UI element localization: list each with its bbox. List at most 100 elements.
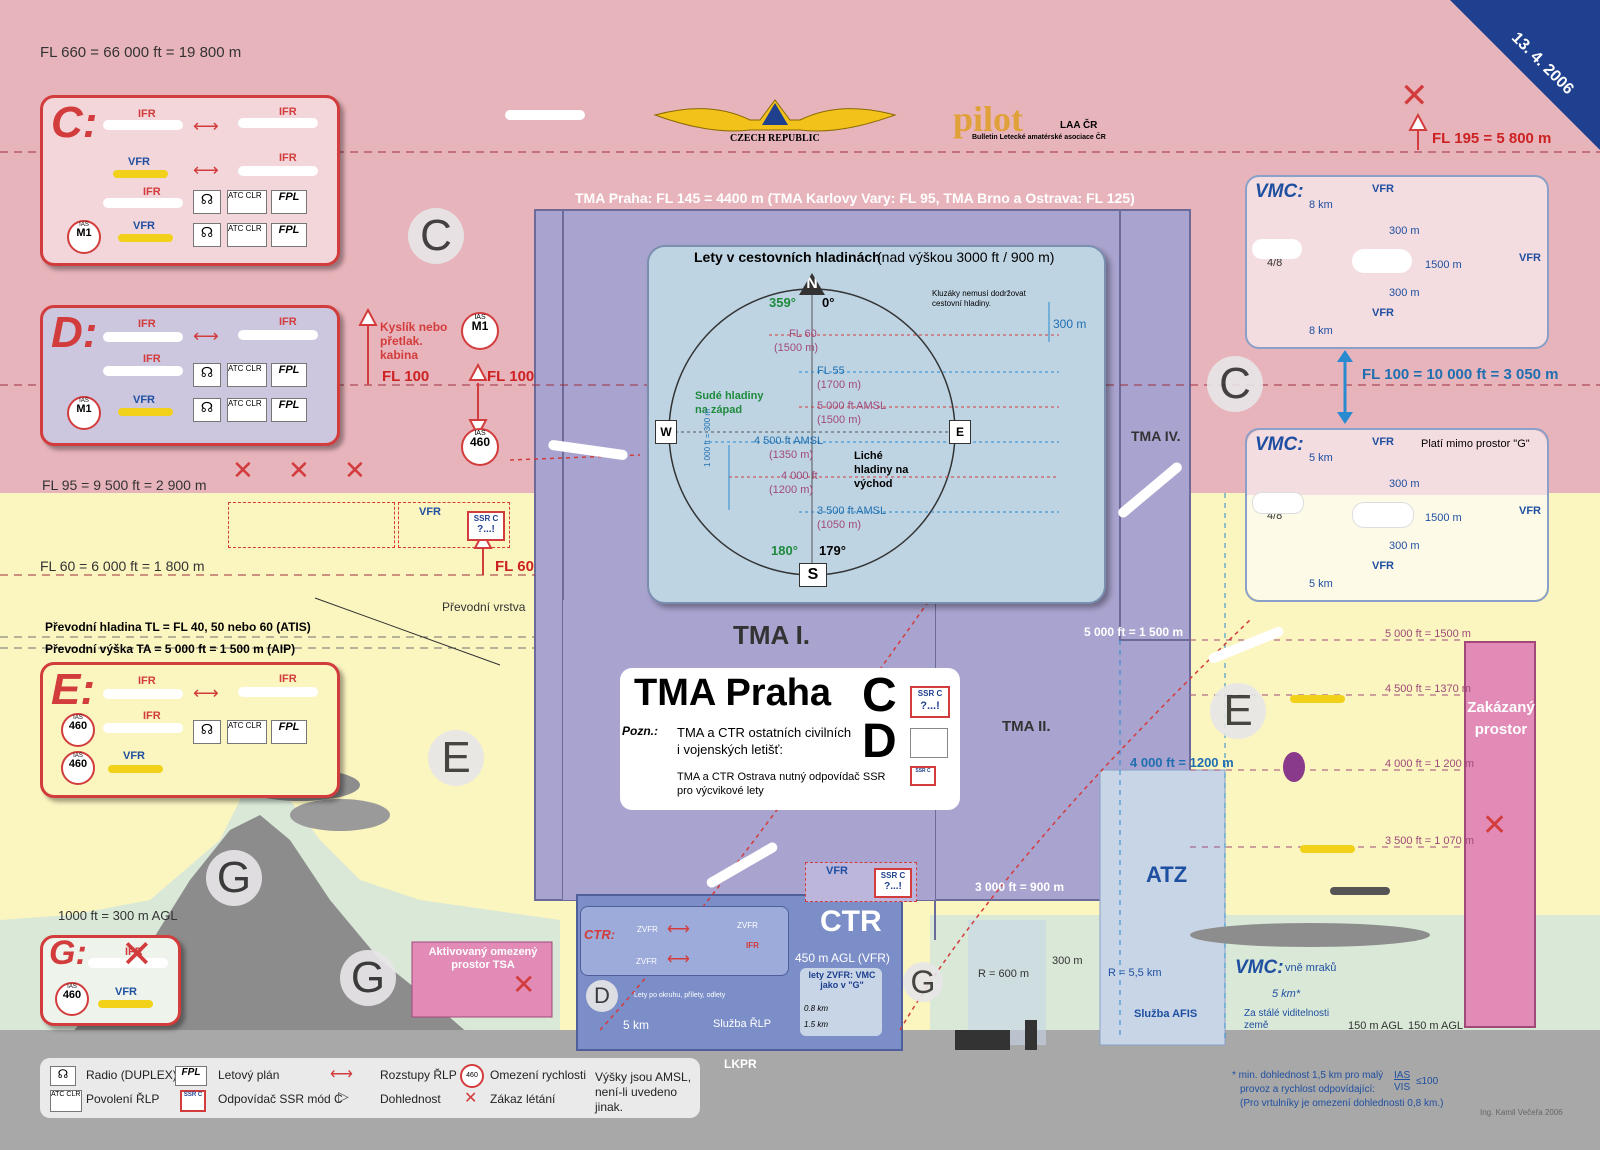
legend-odpovidac: Odpovídač SSR mód C xyxy=(218,1092,343,1106)
vmc-g-title: VMC: xyxy=(1235,957,1284,978)
author-credit: Ing. Kamil Večeřa 2006 xyxy=(1480,1108,1563,1117)
cloud-icon xyxy=(1352,249,1412,273)
cloud-icon xyxy=(1352,502,1414,528)
airliner-icon xyxy=(103,332,183,342)
tma-praha-box: TMA Praha C D SSR C?...! SSR C Pozn.: TM… xyxy=(620,668,960,810)
vfr-tag: VFR xyxy=(115,986,137,998)
legend-amsl: Výšky jsou AMSL, není-li uvedeno jinak. xyxy=(595,1070,692,1114)
flight-plan-icon: FPL xyxy=(271,398,307,422)
fl195-label: FL 195 = 5 800 m xyxy=(1432,130,1552,147)
atc-clearance-icon: ATC CLR xyxy=(227,398,267,422)
right-level-5000: 5 000 ft = 1500 m xyxy=(1385,628,1471,640)
vmc-lower-1500: 1500 m xyxy=(1425,512,1462,524)
ifr-tag: IFR xyxy=(143,710,161,722)
airliner-icon xyxy=(88,958,168,968)
vmc-g-150a: 150 m AGL xyxy=(1348,1020,1404,1032)
headset-icon: ☊ xyxy=(193,190,221,214)
cruise-fl60m: (1500 m) xyxy=(774,342,819,354)
tsa-zone xyxy=(411,941,553,1018)
vmc-g-note: vně mraků xyxy=(1285,962,1337,974)
vmc-lower-note: Platí mimo prostor "G" xyxy=(1421,438,1530,450)
speed-limit-icon: IAS M1 xyxy=(67,396,101,430)
light-aircraft-icon xyxy=(113,170,168,178)
tma-pozn: Pozn.: xyxy=(622,724,658,738)
cruise-title: Lety v cestovních hladinách xyxy=(694,249,881,265)
legend-fpl: Letový plán xyxy=(218,1068,280,1082)
cruise-4000m: (1200 m) xyxy=(769,484,814,496)
right-level-3500: 3 500 ft = 1 070 m xyxy=(1385,835,1474,847)
light-aircraft-icon xyxy=(98,1000,153,1008)
tma-praha-level: TMA Praha: FL 145 = 4400 m (TMA Karlovy … xyxy=(575,190,1135,206)
speed-limit-icon: IAS 460 xyxy=(61,751,95,785)
atz-600m: R = 600 m xyxy=(978,968,1030,980)
balloon-icon xyxy=(1283,752,1305,782)
ifr-tag: IFR xyxy=(143,353,161,365)
ft5000-label: 5 000 ft = 1 500 m xyxy=(1084,625,1184,639)
vmc-upper-48: 4/8 xyxy=(1267,257,1283,269)
footnote-line1: * min. dohlednost 1,5 km pro malý xyxy=(1232,1070,1384,1081)
vmc-upper-1500: 1500 m xyxy=(1425,259,1462,271)
airliner-icon xyxy=(103,198,183,208)
vmc-lower-5km-b: 5 km xyxy=(1309,578,1333,590)
ifr-tag: IFR xyxy=(279,152,297,164)
prohibited-cross-icon: ✕ xyxy=(288,455,310,485)
airspace-letter-g3: G xyxy=(903,962,943,1002)
airliner-icon xyxy=(103,120,183,130)
vfr-tag: VFR xyxy=(419,506,441,518)
class-c-panel: C: IFR IFR ⟷ VFR IFR ⟷ IFR VFR ☊ ☊ ATC C… xyxy=(40,95,340,266)
ft3000-label: 3 000 ft = 900 m xyxy=(975,880,1065,894)
ctr-08km: 0.8 km xyxy=(804,1004,829,1013)
legend-zakaz: Zákaz létání xyxy=(490,1092,556,1106)
cruise-4500: 4 500 ft AMSL xyxy=(754,435,824,447)
prohibited-cross-icon: ✕ xyxy=(344,455,366,485)
cruise-1000ft: 1 000 ft = 300 m xyxy=(703,408,712,467)
tma2-label: TMA II. xyxy=(1002,718,1051,735)
light-aircraft-icon xyxy=(118,408,173,416)
class-e-panel: E: IFR IFR ⟷ IFR VFR ☊ ATC CLR FPL IAS 4… xyxy=(40,662,340,798)
oxygen-note: Kyslík nebo přetlak. kabina xyxy=(380,320,448,362)
ctr-inner-panel: CTR: ZVFR ZVFR ZVFR IFR ⟷ ⟷ xyxy=(580,906,789,976)
ifr-tag: IFR xyxy=(143,186,161,198)
heading-180: 180° xyxy=(771,543,798,558)
atz-zone xyxy=(1099,769,1226,1046)
fl100-right: FL 100 = 10 000 ft = 3 050 m xyxy=(1362,366,1559,383)
ifr-tag: IFR xyxy=(279,316,297,328)
zvfr-tag: ZVFR xyxy=(637,925,658,934)
ctr-panel-label: CTR: xyxy=(584,927,616,942)
zvfr-tag: ZVFR xyxy=(737,921,758,930)
ifr-tag: IFR xyxy=(138,318,156,330)
empty-transponder-box xyxy=(910,728,948,758)
airspace-letter-g2: G xyxy=(340,950,396,1006)
vmc-upper-title: VMC: xyxy=(1255,181,1304,202)
airliner-icon xyxy=(238,687,318,697)
separation-arrow-icon: ⟷ xyxy=(667,951,690,968)
headset-icon: ☊ xyxy=(193,223,221,247)
light-aircraft-icon xyxy=(1300,845,1355,853)
prohibited-zone-label: Zakázaný prostor xyxy=(1467,699,1535,738)
cruise-3500m: (1050 m) xyxy=(817,519,862,531)
separation-arrow-icon: ⟷ xyxy=(193,116,219,136)
class-g-label: G: xyxy=(49,934,87,972)
cruise-5000: 5 000 ft AMSL xyxy=(817,400,887,412)
heading-0: 0° xyxy=(822,295,835,310)
airliner-icon xyxy=(505,110,585,120)
ctr-15km: 1.5 km xyxy=(804,1020,829,1029)
prohibited-cross-icon: ✕ xyxy=(1482,809,1508,842)
headset-icon: ☊ xyxy=(50,1066,76,1086)
vfr-tag: VFR xyxy=(1372,183,1394,195)
atz-label: ATZ xyxy=(1146,862,1188,887)
cruise-3500: 3 500 ft AMSL xyxy=(817,505,887,517)
afis-label: Služba AFIS xyxy=(1134,1008,1198,1020)
footnote-panel: * min. dohlednost 1,5 km pro malý provoz… xyxy=(1232,1068,1443,1118)
speed-limit-icon: IAS 460 xyxy=(461,428,499,466)
ctr-5km: 5 km xyxy=(623,1018,650,1032)
vmc-upper-300b: 300 m xyxy=(1389,287,1420,299)
vfr-tag: VFR xyxy=(1372,307,1394,319)
flight-plan-icon: FPL xyxy=(271,720,307,744)
airspace-letter-e1: E xyxy=(428,730,484,786)
tma1-label: TMA I. xyxy=(733,620,811,650)
vmc-lower-5km-a: 5 km xyxy=(1309,452,1333,464)
laa-label: LAA ČR xyxy=(1060,120,1098,131)
legend-omezeni: Omezení rychlosti xyxy=(490,1068,587,1082)
tma4-label: TMA IV. xyxy=(1131,428,1181,444)
